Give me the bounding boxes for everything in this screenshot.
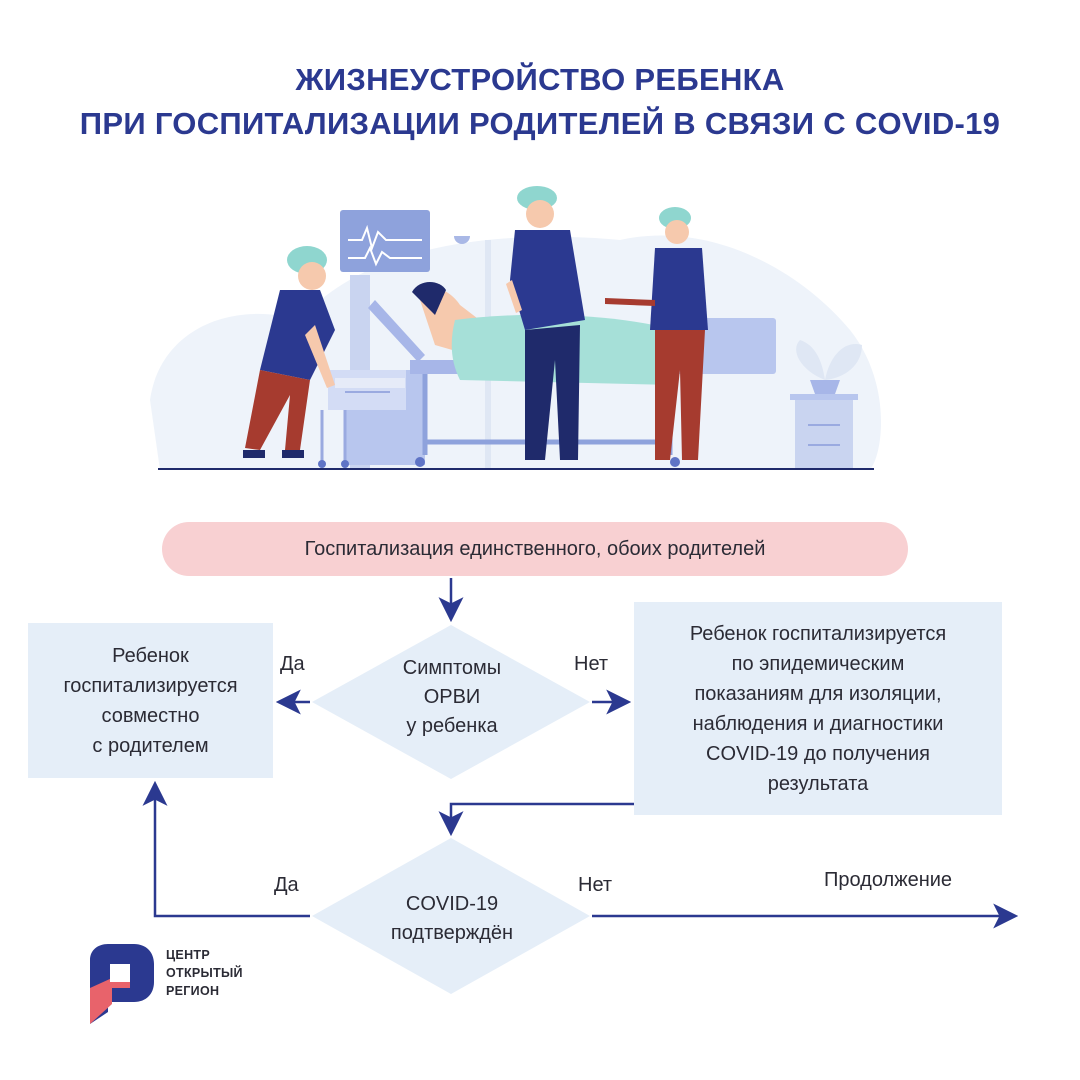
box-yes-text: Ребенок госпитализируется совместно с ро… bbox=[63, 644, 238, 757]
monitor-icon bbox=[340, 210, 430, 272]
title-line-2: ПРИ ГОСПИТАЛИЗАЦИИ РОДИТЕЛЕЙ В СВЯЗИ С C… bbox=[79, 106, 1001, 141]
doctor-center-figure bbox=[506, 186, 585, 460]
title-line-1: ЖИЗНЕУСТРОЙСТВО РЕБЕНКА bbox=[295, 62, 785, 97]
box-hospitalized-for-isolation: Ребенок госпитализируется по эпидемическ… bbox=[634, 602, 1002, 815]
decision-2-yes-label: Да bbox=[274, 874, 299, 896]
arrow-box-to-decision2 bbox=[438, 802, 634, 837]
decision-1-no-label: Нет bbox=[574, 653, 609, 675]
decision-2-no-label: Нет bbox=[578, 874, 613, 896]
box-hospitalized-with-parent: Ребенок госпитализируется совместно с ро… bbox=[28, 623, 273, 778]
page-title: ЖИЗНЕУСТРОЙСТВО РЕБЕНКА ПРИ ГОСПИТАЛИЗАЦ… bbox=[0, 58, 1080, 146]
tray-cart bbox=[335, 378, 405, 388]
logo-line-2: ОТКРЫТЫЙ bbox=[166, 966, 243, 980]
nurse-right-figure bbox=[605, 207, 708, 460]
ceiling-lamp bbox=[454, 236, 470, 244]
bedside-table bbox=[795, 398, 853, 468]
nurse-left-figure bbox=[243, 246, 335, 458]
logo-line-1: ЦЕНТР bbox=[166, 948, 210, 962]
logo-icon bbox=[90, 944, 154, 1024]
decision-2-shape bbox=[312, 838, 590, 994]
arrow-decision2-yes bbox=[142, 780, 310, 918]
start-node: Госпитализация единственного, обоих роди… bbox=[162, 522, 908, 576]
box-no-text: Ребенок госпитализируется по эпидемическ… bbox=[689, 622, 947, 795]
decision-1-yes-label: Да bbox=[280, 653, 305, 675]
decision-1-shape bbox=[312, 625, 590, 779]
decision-2-text: COVID-19 подтверждён bbox=[390, 893, 514, 944]
decision-1-text: Симптомы ОРВИ у ребенка bbox=[402, 657, 502, 737]
logo-text: ЦЕНТР ОТКРЫТЫЙ РЕГИОН bbox=[166, 946, 243, 1000]
hospital-scene-illustration bbox=[150, 186, 882, 470]
plant-icon bbox=[796, 340, 862, 380]
logo-line-3: РЕГИОН bbox=[166, 984, 220, 998]
continue-label: Продолжение bbox=[824, 869, 953, 891]
